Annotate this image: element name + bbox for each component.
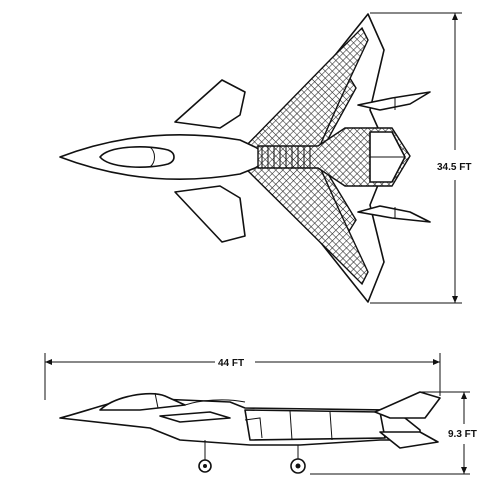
side-canard xyxy=(159,411,231,423)
engine-divider-1 xyxy=(289,410,293,441)
side-canopy xyxy=(99,392,186,411)
tail-fin-lower xyxy=(357,205,431,223)
landing-gear xyxy=(198,440,306,474)
canopy-top xyxy=(99,146,175,168)
canopy-bar xyxy=(154,392,159,409)
canard-lower xyxy=(174,185,246,243)
height-dimension: 9.3 FT xyxy=(310,391,477,475)
side-ventral xyxy=(379,431,439,449)
tail-fin-upper xyxy=(357,91,431,111)
height-label: 9.3 FT xyxy=(448,429,477,440)
side-engine xyxy=(244,409,386,441)
side-view xyxy=(59,391,441,474)
intake-lip xyxy=(244,417,263,439)
side-spine xyxy=(184,399,246,406)
canopy-frame xyxy=(149,146,155,168)
side-vertical-tail xyxy=(374,391,441,419)
length-dimension: 44 FT xyxy=(44,353,441,400)
length-label: 44 FT xyxy=(218,358,244,369)
engine-divider-2 xyxy=(329,411,333,441)
span-label: 34.5 FT xyxy=(437,162,471,173)
engine-ribs xyxy=(261,146,311,168)
top-view xyxy=(59,13,431,303)
canard-upper xyxy=(174,79,246,129)
span-dimension: 34.5 FT xyxy=(370,12,471,304)
